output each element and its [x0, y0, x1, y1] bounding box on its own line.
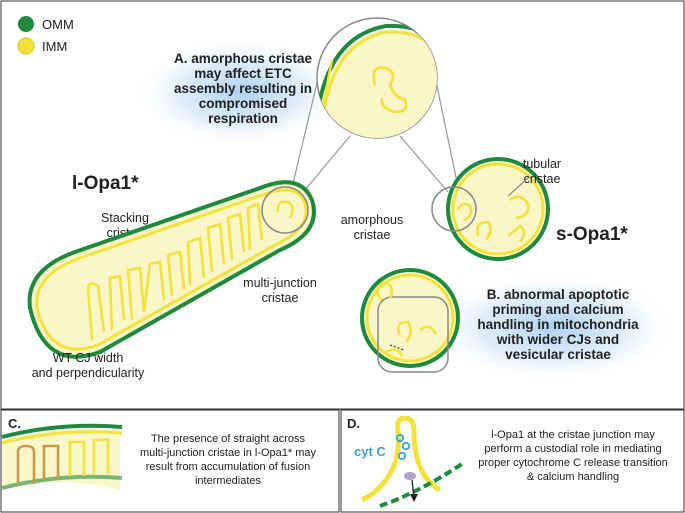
panel-c-line-4: intermediates — [195, 475, 262, 487]
omm-legend-swatch — [18, 16, 34, 32]
panel-d-letter: D. — [347, 416, 360, 431]
l-opa1-label: l-Opa1* — [72, 173, 139, 194]
stacking-label-1: Stacking — [101, 211, 149, 225]
callout-a-line-3: assembly resulting in — [174, 81, 312, 96]
imm-legend-swatch — [17, 37, 35, 55]
callout-b: B. abnormal apoptotic priming and calciu… — [477, 287, 639, 362]
callout-a-line-4: compromised — [199, 96, 288, 111]
panel-d-line-4: & calcium handling — [527, 471, 619, 483]
callout-b-line-5: vesicular cristae — [505, 347, 611, 362]
omm-legend-label: OMM — [42, 17, 74, 32]
panel-c: C. The presence of straight across multi… — [0, 409, 340, 513]
callout-a-line-1: A. amorphous cristae — [174, 51, 313, 66]
zoom-circle-amorphous — [316, 17, 438, 139]
panel-d-line-2: perform a custodial role in mediating — [484, 443, 661, 455]
imm-legend-label: IMM — [42, 39, 67, 54]
callout-b-line-2: priming and calcium — [492, 302, 623, 317]
cyt-c-label: cyt C — [354, 444, 386, 459]
callout-b-line-1: B. abnormal apoptotic — [487, 287, 630, 302]
release-arrowhead — [410, 494, 418, 502]
amorphous-label-2: cristae — [354, 228, 391, 242]
vesicular-mitochondrion — [360, 268, 460, 373]
legend: OMM IMM — [17, 16, 74, 55]
tubular-label-2: cristae — [524, 172, 561, 186]
s-opa1-label: s-Opa1* — [556, 224, 628, 245]
multi-junction-label-2: cristae — [262, 291, 299, 305]
crista-membrane — [360, 415, 442, 503]
tubular-pointer — [507, 177, 529, 197]
callout-a-line-2: may affect ETC — [194, 66, 292, 81]
panel-c-line-2: multi-junction cristae in l-Opa1* may — [140, 447, 317, 459]
callout-a-line-5: respiration — [208, 111, 278, 126]
wt-cj-label-1: WT CJ width — [53, 351, 124, 365]
callout-b-line-3: handling in mitochondria — [477, 317, 639, 332]
cyt-c-dot-1 — [395, 433, 405, 443]
main-frame — [0, 0, 685, 410]
panel-c-line-3: result from accumulation of fusion — [146, 461, 310, 473]
l-opa1-mitochondrion — [27, 180, 316, 359]
callout-a: A. amorphous cristae may affect ETC asse… — [174, 51, 313, 126]
panel-c-letter: C. — [8, 416, 21, 431]
panel-d: D. cyt C l-Opa1 at the cristae junction … — [340, 409, 685, 513]
amorphous-label-1: amorphous — [341, 213, 404, 227]
tubular-label-1: tubular — [523, 157, 561, 171]
multi-junction-label-1: multi-junction — [243, 276, 317, 290]
panel-d-line-3: proper cytochrome C release transition — [478, 457, 668, 469]
wt-cj-label-2: and perpendicularity — [32, 366, 145, 380]
callout-a-glow — [135, 37, 345, 147]
cyt-c-dot-3 — [397, 451, 407, 461]
callout-b-line-4: with wider CJs and — [496, 332, 619, 347]
cyt-c-dot-2 — [401, 441, 411, 451]
opa1-marker — [404, 472, 416, 480]
s-opa1-mitochondrion — [431, 157, 550, 261]
callout-b-glow — [428, 272, 678, 382]
panel-d-line-1: l-Opa1 at the cristae junction may — [491, 429, 655, 441]
omm-dashed — [379, 460, 467, 508]
panel-c-line-1: The presence of straight across — [151, 433, 306, 445]
